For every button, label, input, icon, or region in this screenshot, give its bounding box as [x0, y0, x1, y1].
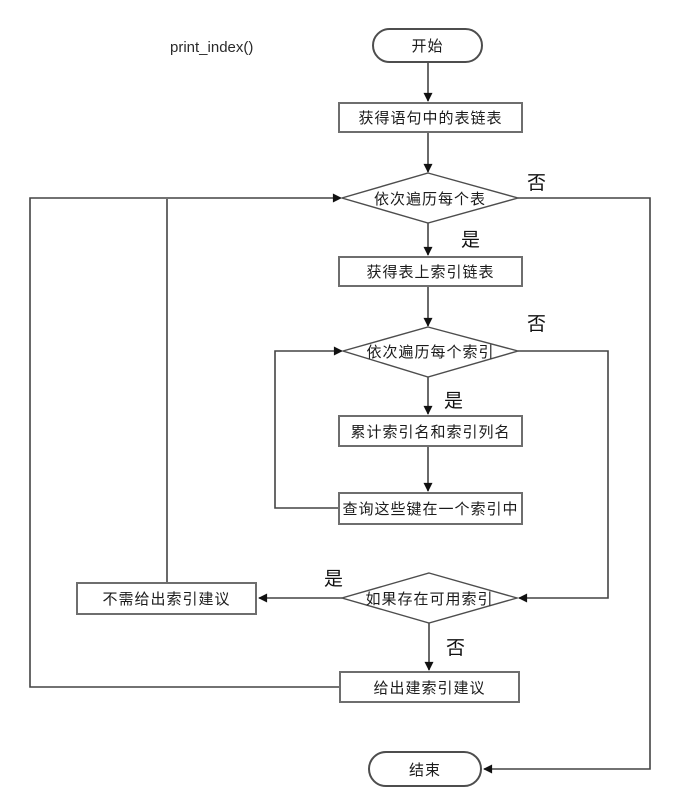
edge-label-loop-tables-no: 否 — [527, 173, 547, 194]
decision-loop-indexes-shape — [340, 326, 521, 378]
node-no-index-advice: 不需给出索引建议 — [76, 582, 257, 615]
node-loop-indexes-label: 依次遍历每个索引 — [366, 343, 495, 361]
node-give-index-advice: 给出建索引建议 — [339, 671, 520, 703]
node-get-table-list: 获得语句中的表链表 — [338, 102, 523, 133]
edge-label-loop-tables-yes: 是 — [461, 230, 481, 251]
node-has-usable-index-label: 如果存在可用索引 — [365, 590, 494, 608]
edge-loop-tables-no-to-end — [483, 197, 651, 774]
node-start-label: 开始 — [411, 38, 444, 55]
edge-label-has-index-no: 否 — [446, 638, 466, 659]
node-accumulate-index-names: 累计索引名和索引列名 — [338, 415, 523, 447]
decision-has-index-shape — [339, 572, 520, 624]
node-loop-tables-label: 依次遍历每个表 — [373, 190, 486, 208]
node-give-index-advice-label: 给出建索引建议 — [373, 679, 486, 697]
node-end: 结束 — [368, 751, 482, 787]
node-get-index-list-label: 获得表上索引链表 — [366, 264, 495, 281]
node-get-table-list-label: 获得语句中的表链表 — [358, 110, 503, 127]
decision-loop-tables-shape — [339, 172, 521, 224]
node-end-label: 结束 — [408, 761, 441, 779]
edge-give-advice-loop-back — [29, 193, 342, 688]
edge-label-loop-indexes-no: 否 — [527, 314, 547, 335]
node-query-keys-in-index-label: 查询这些键在一个索引中 — [342, 501, 519, 518]
node-accumulate-index-names-label: 累计索引名和索引列名 — [350, 423, 511, 441]
node-start: 开始 — [372, 28, 483, 63]
edge-loop-indexes-no-to-has-index — [518, 350, 609, 603]
node-query-keys-in-index: 查询这些键在一个索引中 — [338, 492, 523, 525]
edge-query-keys-loop-back — [274, 346, 343, 509]
node-get-index-list: 获得表上索引链表 — [338, 256, 523, 287]
function-title: print_index() — [170, 39, 254, 56]
edge-label-loop-indexes-yes: 是 — [444, 391, 464, 412]
node-no-index-advice-label: 不需给出索引建议 — [102, 591, 231, 608]
edge-label-has-index-yes: 是 — [324, 569, 344, 590]
